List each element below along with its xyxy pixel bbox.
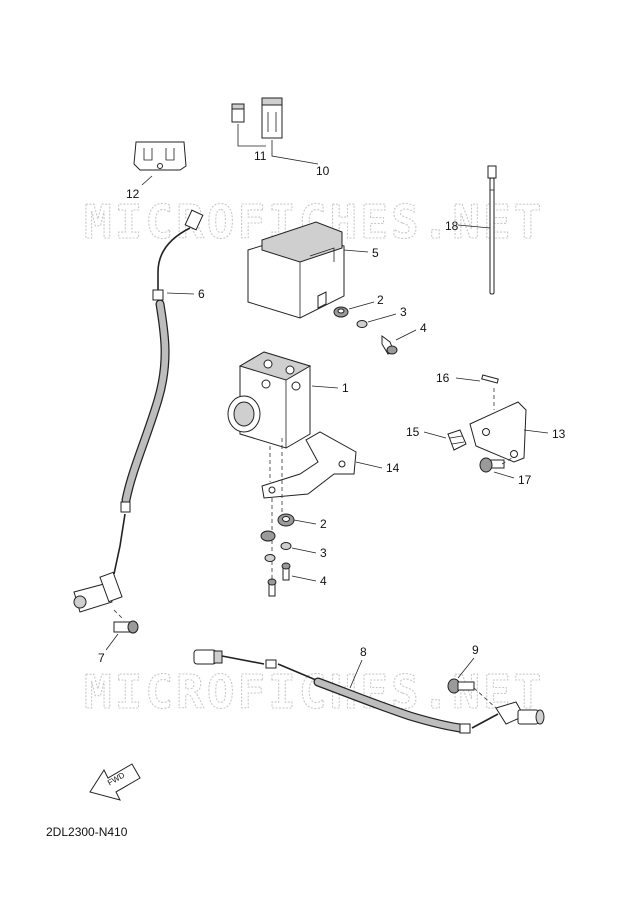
watermark-bottom: MICROFICHES.NET	[84, 665, 544, 719]
bracket-part-12	[133, 141, 187, 186]
callout-12: 12	[126, 187, 140, 201]
callout-18: 18	[445, 219, 459, 233]
cable-tie-part-18	[457, 165, 497, 295]
bracket-part-13	[469, 401, 549, 463]
callout-10: 10	[316, 164, 330, 178]
sensor-lead-part-6	[113, 209, 204, 575]
diagram-code: 2DL2300-N410	[46, 825, 128, 839]
connector-parts-10-11	[231, 97, 319, 165]
grommet-part-2-upper	[333, 301, 375, 318]
callout-6: 6	[198, 287, 205, 301]
bolt-part-7	[105, 609, 139, 651]
callout-13: 13	[552, 427, 566, 441]
callout-4-lower: 4	[320, 574, 327, 588]
callout-8: 8	[360, 645, 367, 659]
callout-16: 16	[436, 371, 450, 385]
bolt-part-9	[447, 657, 497, 709]
rear-sensor-body	[495, 701, 545, 725]
callout-2-upper: 2	[377, 293, 384, 307]
callout-2-lower: 2	[320, 517, 327, 531]
clip-part-15	[423, 429, 467, 451]
callout-11: 11	[254, 149, 267, 163]
bolt-part-4-upper	[381, 329, 417, 355]
bolt-part-17	[479, 457, 515, 479]
callout-17: 17	[518, 473, 532, 487]
callout-5: 5	[372, 246, 379, 260]
pin-part-16	[455, 374, 499, 410]
collar-part-3-lower	[264, 542, 317, 562]
fwd-arrow-icon: FWD	[89, 763, 141, 801]
cover-part-5	[247, 221, 369, 319]
callout-3-upper: 3	[400, 305, 407, 319]
bracket-part-14	[261, 431, 383, 499]
collar-part-3-upper	[356, 313, 397, 328]
front-sensor-body	[73, 571, 123, 613]
callout-7: 7	[98, 651, 105, 665]
callout-1: 1	[342, 381, 349, 395]
bolt-part-4-lower	[267, 562, 317, 597]
hydraulic-unit-part-1	[227, 351, 339, 449]
callout-9: 9	[472, 643, 479, 657]
callout-15: 15	[406, 425, 420, 439]
callout-4-upper: 4	[420, 321, 427, 335]
grommet-part-2-lower	[260, 513, 317, 542]
callout-3-lower: 3	[320, 546, 327, 560]
callout-14: 14	[386, 461, 400, 475]
sensor-lead-part-8	[193, 649, 499, 734]
